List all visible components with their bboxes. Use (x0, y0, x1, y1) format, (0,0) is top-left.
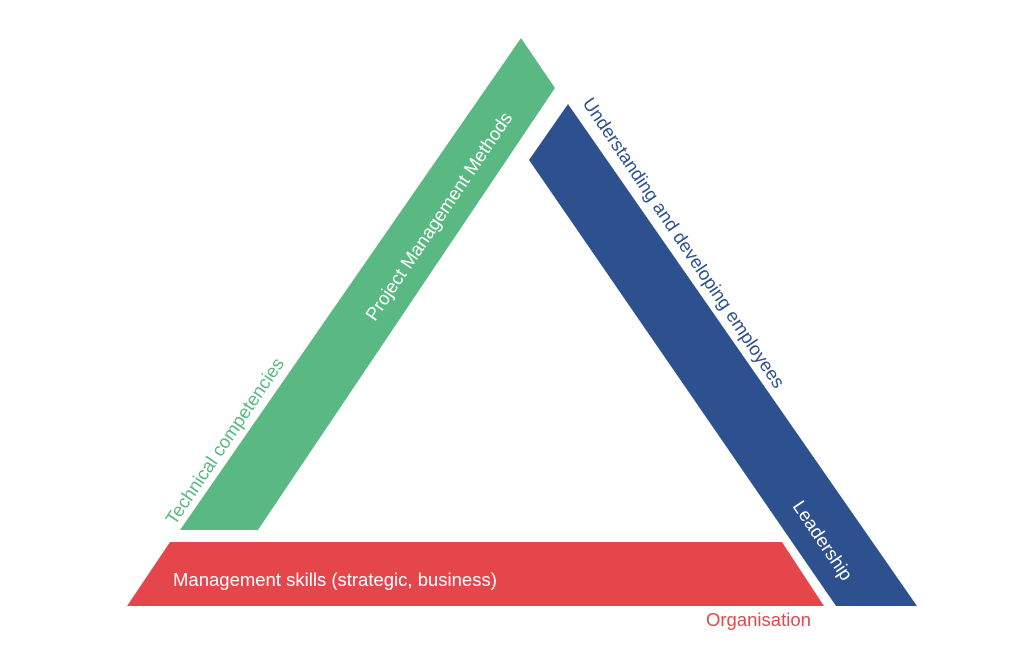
project-management-methods-label: Project Management Methods (361, 108, 516, 324)
leadership-side: Leadership Understanding and developing … (529, 93, 917, 606)
organisation-label: Organisation (706, 609, 811, 630)
blue-bar (529, 104, 917, 606)
red-bar (127, 542, 824, 606)
green-bar (180, 38, 555, 530)
management-skills-side: Management skills (strategic, business) … (127, 542, 824, 630)
management-skills-label: Management skills (strategic, business) (173, 569, 497, 590)
technical-competencies-side: Project Management Methods Technical com… (161, 38, 555, 530)
